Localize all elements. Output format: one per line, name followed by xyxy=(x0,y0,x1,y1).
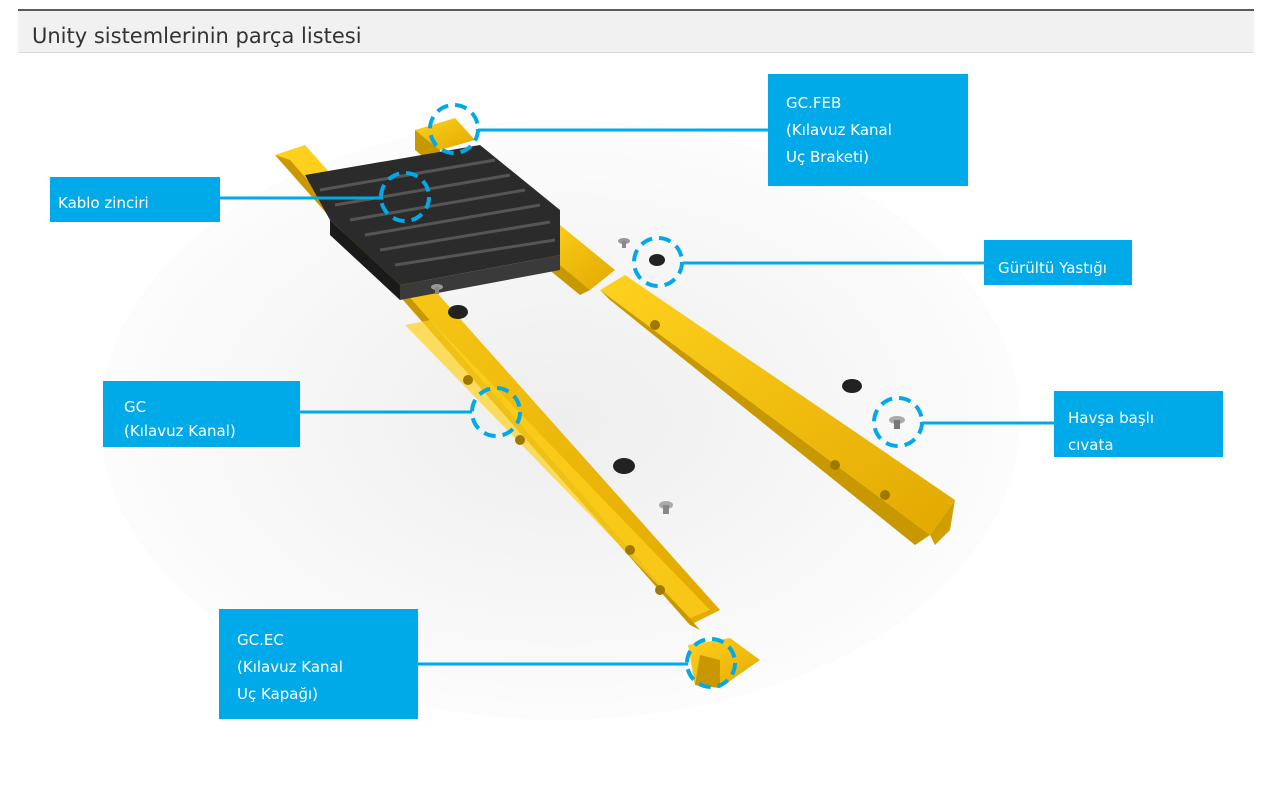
page-title: Unity sistemlerinin parça listesi xyxy=(32,24,362,48)
title-bar: Unity sistemlerinin parça listesi xyxy=(18,11,1254,53)
callout-lines xyxy=(220,128,1054,666)
label-cable-chain: Kablo zinciri xyxy=(50,177,220,222)
end-cap-part xyxy=(688,638,760,688)
label-countersunk-bolt: Havşa başlı cıvata xyxy=(1054,391,1223,457)
label-gc-ec: GC.EC (Kılavuz Kanal Uç Kapağı) xyxy=(219,609,418,719)
bolts xyxy=(431,238,905,514)
floor-shadow xyxy=(100,120,1020,720)
label-guide-channel: GC (Kılavuz Kanal) xyxy=(103,381,300,447)
label-noise-pad: Gürültü Yastığı xyxy=(984,240,1132,285)
right-guide-channel xyxy=(600,275,955,545)
title-divider xyxy=(18,9,1254,11)
highlight-circles xyxy=(379,103,924,689)
noise-pads xyxy=(448,254,862,474)
label-gc-feb: GC.FEB (Kılavuz Kanal Uç Braketi) xyxy=(768,74,968,186)
